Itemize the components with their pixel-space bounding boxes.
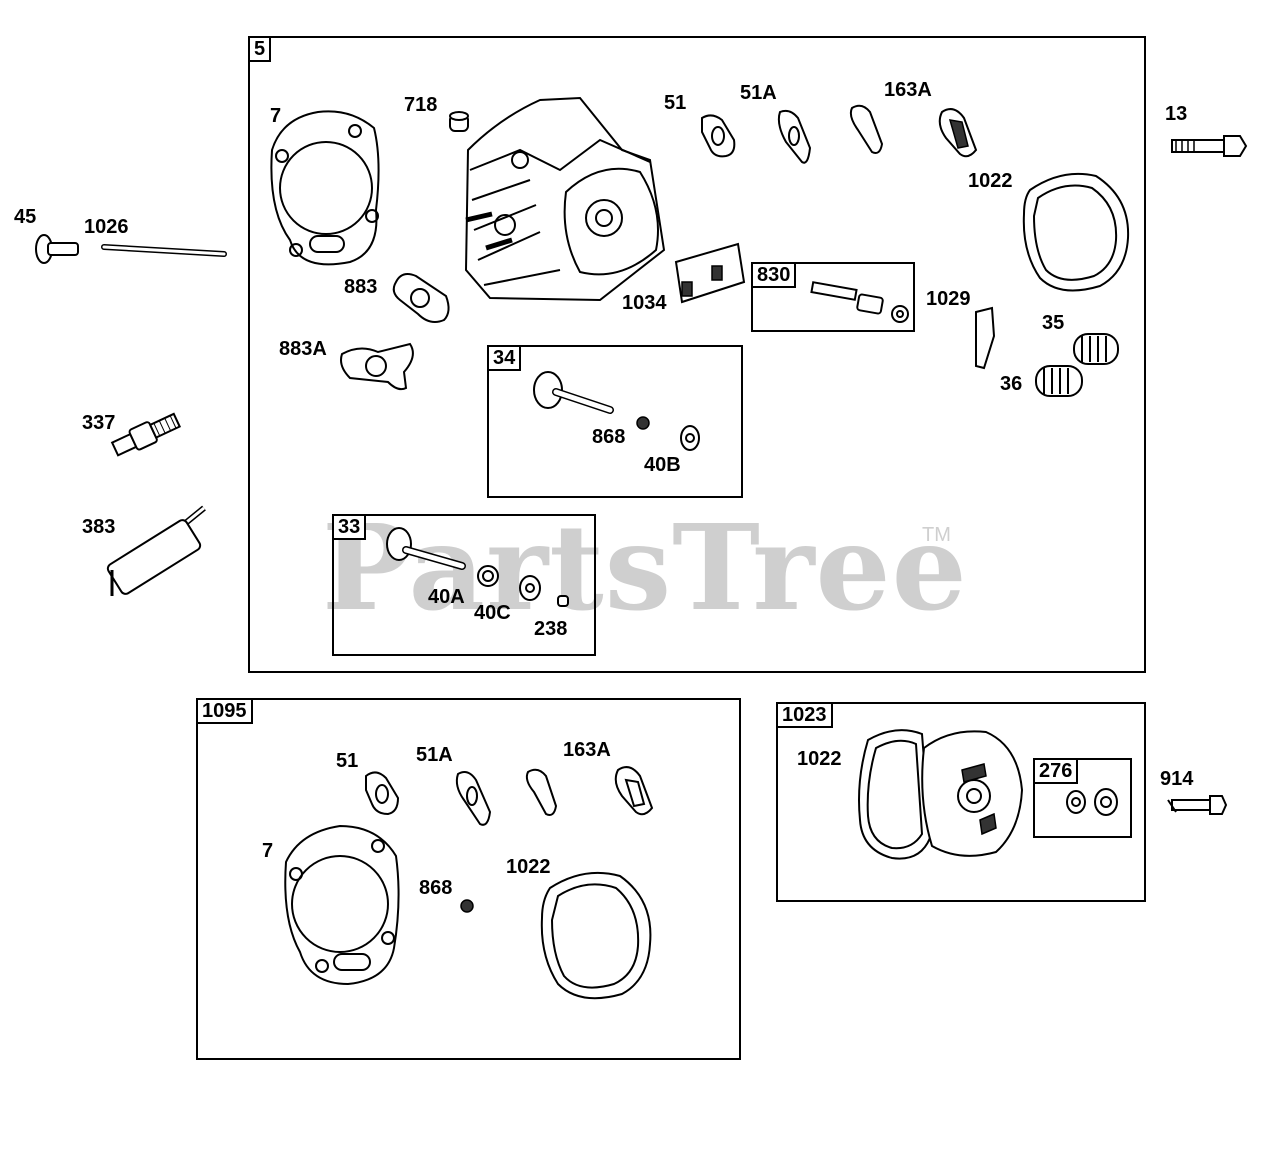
part-718-icon	[449, 111, 469, 132]
part-914-bolt-icon	[1167, 795, 1228, 815]
callout-35: 35	[1042, 312, 1065, 334]
group-label-1095: 1095	[196, 698, 253, 724]
part-51-icon	[701, 114, 736, 158]
callout-337: 337	[82, 412, 116, 434]
part-34-valve-icon	[533, 371, 614, 414]
callout-868: 868	[592, 426, 626, 448]
part-383-icon	[106, 505, 206, 596]
watermark: PartsTree	[322, 498, 968, 637]
callout-40a: 40A	[428, 586, 465, 608]
callout-40c: 40C	[474, 602, 511, 624]
part-337-icon	[110, 412, 182, 457]
part-35-spring-icon	[1073, 333, 1119, 365]
callout-7: 7	[270, 105, 282, 127]
group-box-830: 830	[751, 262, 915, 332]
part-40a-icon	[477, 565, 499, 587]
callout-1026: 1026	[84, 216, 129, 238]
group-box-1095: 1095	[196, 698, 741, 1060]
cylinder-head-icon	[464, 96, 666, 302]
callout-40b: 40B	[644, 454, 681, 476]
part-1095-1022-gasket-icon	[540, 871, 652, 1000]
part-1095-163a-icon	[614, 766, 654, 816]
part-1029-icon	[975, 306, 996, 370]
callout-1023-1022: 1022	[797, 748, 842, 770]
callout-1029: 1029	[926, 288, 971, 310]
callout-1095-51: 51	[336, 750, 359, 772]
part-883-icon	[392, 273, 450, 323]
part-163a-icon	[938, 108, 978, 158]
group-box-276: 276	[1033, 758, 1132, 838]
callout-1095-868: 868	[419, 877, 453, 899]
part-238-icon	[557, 595, 569, 607]
group-label-33: 33	[332, 514, 367, 540]
group-label-276: 276	[1033, 758, 1079, 784]
part-36-spring-icon	[1035, 365, 1083, 397]
callout-718: 718	[404, 94, 438, 116]
callout-883a: 883A	[279, 338, 327, 360]
group-label-5: 5	[248, 36, 272, 62]
part-40c-icon	[519, 575, 541, 601]
callout-238: 238	[534, 618, 568, 640]
part-1095-868-icon	[460, 899, 474, 913]
part-51a-icon	[777, 109, 812, 164]
part-45-icon	[35, 234, 79, 264]
callout-383: 383	[82, 516, 116, 538]
group-box-1023: 1023	[776, 702, 1146, 902]
part-868-icon	[636, 416, 650, 430]
part-1023-cover-icon	[921, 730, 1024, 857]
part-1095-163a-gasket-icon	[525, 768, 558, 816]
part-13-bolt-icon	[1171, 135, 1248, 157]
callout-163a: 163A	[884, 79, 932, 101]
part-1026-icon	[101, 244, 227, 257]
group-box-5: 5	[248, 36, 1146, 673]
watermark-trademark: TM	[922, 524, 951, 546]
part-163a-gasket-icon	[849, 104, 884, 154]
group-label-34: 34	[487, 345, 522, 371]
callout-1095-7: 7	[262, 840, 274, 862]
callout-914: 914	[1160, 768, 1194, 790]
callout-1095-163a: 163A	[563, 739, 611, 761]
group-label-830: 830	[751, 262, 797, 288]
group-box-34: 34	[487, 345, 743, 498]
part-830-icon	[810, 281, 909, 323]
part-1023-1022-gasket-icon	[858, 729, 932, 860]
part-883a-icon	[340, 342, 414, 391]
part-40b-icon	[680, 425, 700, 451]
callout-51a: 51A	[740, 82, 777, 104]
group-label-1023: 1023	[776, 702, 833, 728]
callout-36: 36	[1000, 373, 1023, 395]
part-1095-51a-icon	[455, 771, 492, 826]
callout-45: 45	[14, 206, 37, 228]
part-1034-icon	[674, 242, 746, 304]
callout-1034: 1034	[622, 292, 667, 314]
part-7-gasket-icon	[270, 110, 380, 266]
callout-1022: 1022	[968, 170, 1013, 192]
part-1022-gasket-icon	[1022, 172, 1130, 292]
callout-1095-1022: 1022	[506, 856, 551, 878]
callout-51: 51	[664, 92, 687, 114]
part-1095-7-gasket-icon	[284, 824, 400, 986]
part-276-icon	[1066, 788, 1118, 816]
callout-883: 883	[344, 276, 378, 298]
callout-1095-51a: 51A	[416, 744, 453, 766]
callout-13: 13	[1165, 103, 1188, 125]
part-33-valve-icon	[386, 527, 466, 570]
group-box-33: 33	[332, 514, 596, 656]
part-1095-51-icon	[365, 771, 400, 816]
